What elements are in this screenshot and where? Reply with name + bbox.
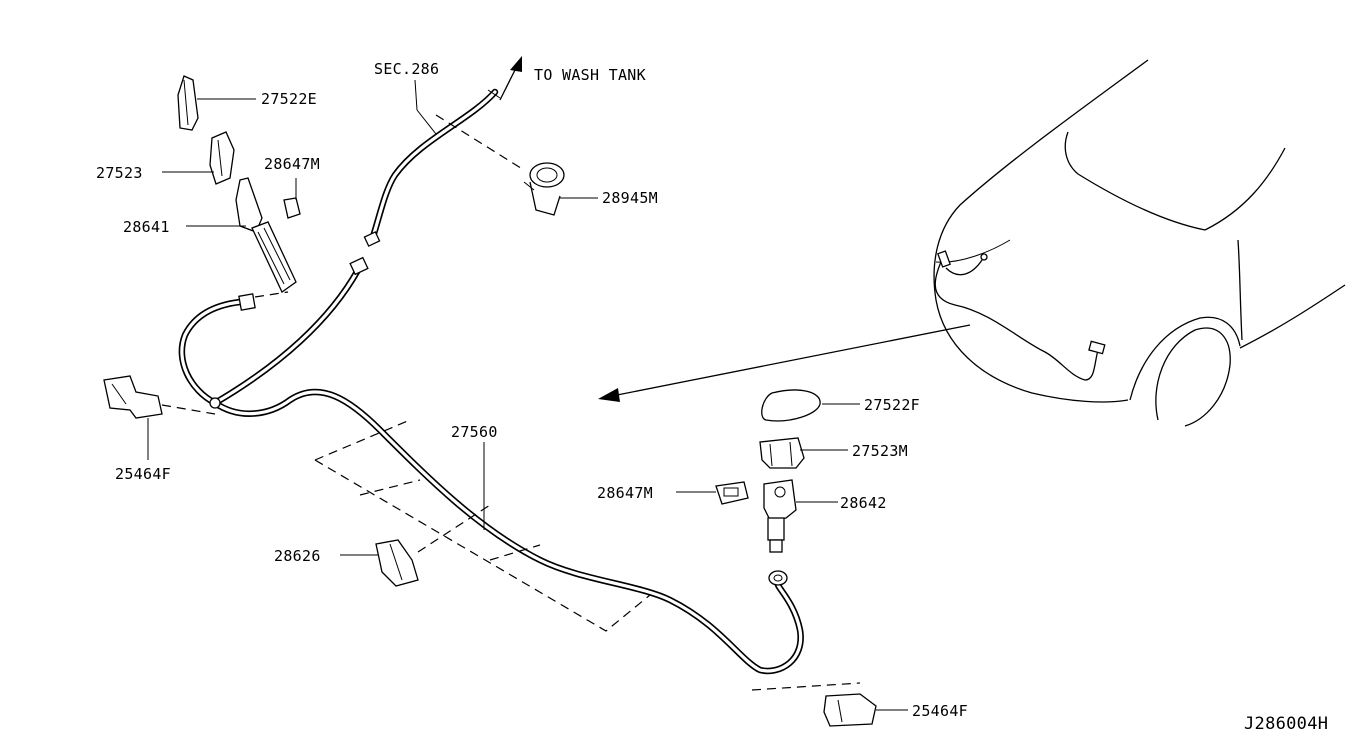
leader-lines: [147, 79, 908, 711]
wash-tank-note: TO WASH TANK: [534, 66, 646, 84]
diagram-id: J286004H: [1244, 714, 1329, 734]
part-number-28626: 28626: [274, 547, 321, 565]
part-number-25464f-left: 25464F: [115, 465, 171, 483]
part-27522f-shape: [761, 389, 821, 422]
part-number-28945m: 28945M: [602, 189, 658, 207]
vehicle-washer-line: [934, 250, 1106, 381]
part-28647m-left-shape: [283, 197, 301, 219]
part-28642-shape: [763, 479, 797, 553]
part-number-28647m-right: 28647M: [597, 484, 653, 502]
part-number-25464f-right: 25464F: [912, 702, 968, 720]
part-27523-shape: [209, 131, 235, 185]
wash-tank-arrow: [499, 56, 522, 101]
part-27522e-shape: [177, 75, 199, 131]
vehicle-outline: [933, 59, 1346, 427]
dashed-guides: [161, 114, 861, 691]
part-28641-shape: [235, 177, 297, 293]
part-25464f-right-shape: [823, 693, 877, 727]
part-number-27523m: 27523M: [852, 442, 908, 460]
part-number-27523: 27523: [96, 164, 143, 182]
part-number-28642: 28642: [840, 494, 887, 512]
part-27523m-shape: [759, 437, 805, 469]
part-number-28641: 28641: [123, 218, 170, 236]
hose-end-right: [768, 570, 788, 586]
callout-arrow: [598, 324, 971, 402]
part-28945m-shape: [523, 162, 565, 216]
part-number-27522e: 27522E: [261, 90, 317, 108]
part-25464f-left-shape: [103, 375, 163, 419]
section-reference-label: SEC.286: [374, 60, 440, 78]
part-number-27560: 27560: [451, 423, 498, 441]
hose-27560: [178, 88, 804, 675]
part-28626-shape: [375, 539, 419, 587]
part-28647m-right-shape: [715, 481, 749, 505]
part-number-27522f: 27522F: [864, 396, 920, 414]
part-number-28647m-left: 28647M: [264, 155, 320, 173]
